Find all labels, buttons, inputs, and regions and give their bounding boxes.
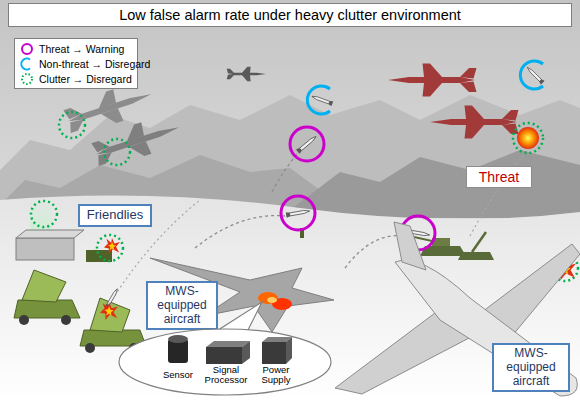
clutter-marker (31, 201, 57, 227)
label-box: Friendlies (78, 204, 152, 227)
clutter-marker (513, 123, 543, 153)
threat-marker (281, 196, 315, 230)
box-label: Friendlies (83, 208, 147, 223)
processor-side (242, 341, 250, 364)
threat-missile (286, 208, 311, 218)
processor-top (206, 341, 250, 347)
building (16, 238, 74, 260)
legend-text: Clutter → Disregard (39, 73, 132, 85)
wheel (85, 343, 95, 353)
label-box: Threat (466, 166, 532, 188)
clutter-marker (97, 235, 123, 261)
friendly-missile (104, 287, 120, 309)
tank-gun (414, 237, 432, 241)
clutter-sample (22, 74, 32, 84)
legend-sample (18, 57, 36, 71)
aa-gun (458, 252, 494, 260)
threat-marker (290, 127, 324, 161)
legend-row: Clutter → Disregard (18, 71, 134, 86)
box-label: Threat (470, 169, 528, 185)
non-threat-sample (21, 58, 30, 69)
label-box: MWS-equipped aircraft (146, 281, 218, 330)
component-label: Power Supply (248, 365, 304, 385)
snowy-ground (0, 196, 580, 400)
threat-missile (296, 134, 318, 154)
clutter-marker (104, 139, 130, 165)
non-threat-marker (520, 61, 543, 89)
label-box: MWS-equipped aircraft (492, 343, 570, 392)
legend-sample (18, 42, 36, 56)
ellipse-shape (119, 329, 331, 395)
legend-text: Non-threat → Disregard (39, 58, 150, 70)
box-label: MWS-equipped aircraft (151, 285, 213, 326)
component-label: Signal Processor (198, 365, 254, 385)
non-threat-missile (311, 94, 334, 107)
launcher-box (22, 270, 66, 302)
legend-sample (18, 72, 36, 86)
power-side (286, 337, 292, 364)
neutral-jet (227, 67, 266, 82)
title-banner: Low false alarm rate under heavy clutter… (8, 3, 572, 27)
sensor-lens (168, 335, 188, 343)
missile-trail (195, 216, 285, 248)
non-threat-marker (307, 86, 330, 114)
wheel (19, 315, 29, 325)
legend-text: Threat → Warning (39, 43, 124, 55)
threat-sample (22, 44, 32, 54)
ground-fire (104, 238, 120, 254)
legend-row: Threat → Warning (18, 41, 134, 56)
enemy-jet (430, 106, 519, 139)
missile-trail (470, 148, 530, 236)
processor-icon (206, 347, 242, 364)
launch-flame (100, 302, 118, 320)
callout-ellipse: SensorSignal ProcessorPower Supply (118, 328, 332, 396)
title-text: Low false alarm rate under heavy clutter… (119, 7, 461, 23)
ellipse-outline (118, 328, 332, 396)
enemy-jet (388, 64, 477, 97)
friendly-jet (90, 112, 184, 171)
legend-box: Threat → WarningNon-threat → DisregardCl… (14, 38, 138, 89)
exhaust-core (267, 297, 277, 303)
box-label: MWS-equipped aircraft (497, 347, 565, 388)
power-icon (262, 342, 286, 364)
explosion (517, 127, 539, 149)
non-threat-missile (525, 65, 544, 84)
sensor-icon (168, 339, 188, 363)
vehicle (86, 250, 112, 262)
aa-barrel (472, 232, 486, 252)
power-top (262, 337, 292, 342)
legend-row: Non-threat → Disregard (18, 56, 134, 71)
component-label: Sensor (150, 370, 206, 380)
wheel (61, 315, 71, 325)
missile-trail (345, 236, 404, 268)
right-ridge (290, 150, 580, 218)
transport-tail (394, 222, 426, 270)
building-roof (16, 230, 84, 238)
transport-fuselage (395, 260, 577, 396)
clutter-marker (59, 112, 85, 138)
